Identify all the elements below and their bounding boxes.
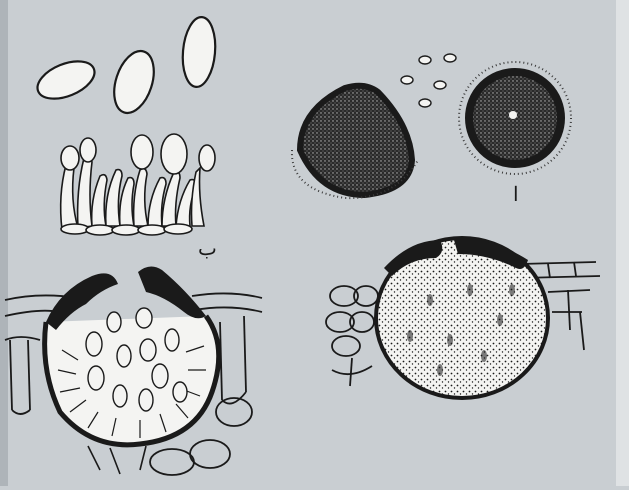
conidiophore-palisade (61, 134, 215, 235)
pycnidium-round (459, 62, 571, 174)
figure-label-a: ا (513, 184, 519, 204)
released-spores (401, 54, 456, 107)
frame-right (616, 0, 629, 486)
spore (32, 54, 100, 106)
spore (180, 16, 218, 89)
spore (107, 46, 161, 118)
spores-group (32, 16, 218, 118)
pycnidium-cone (292, 86, 418, 198)
frame-left (0, 0, 8, 486)
pycnidium-section-left (5, 266, 262, 475)
pycnidium-section-right (326, 238, 600, 398)
figure-label-b: ب (198, 238, 217, 258)
